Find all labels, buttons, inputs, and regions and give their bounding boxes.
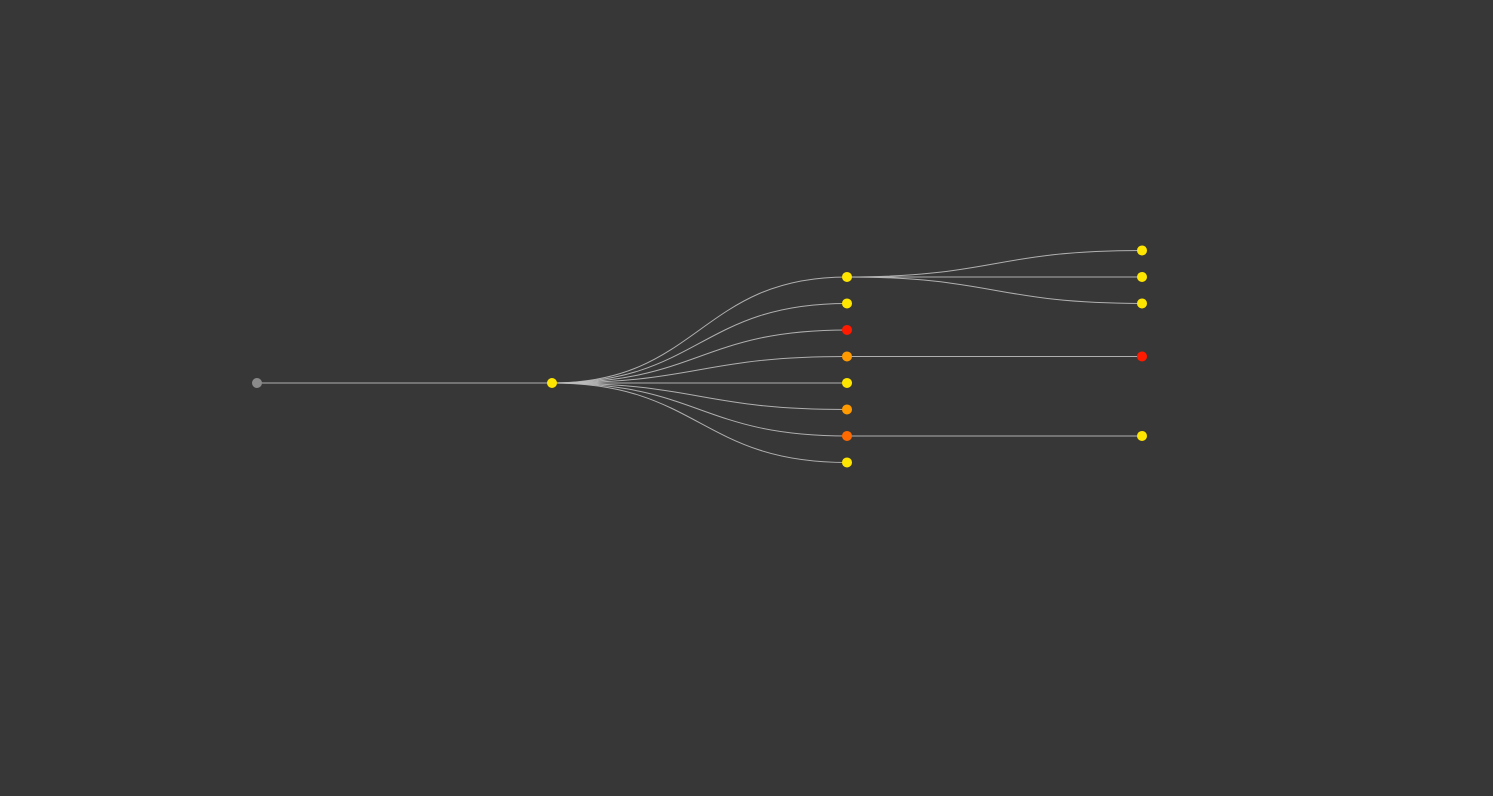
tree-node[interactable] xyxy=(842,351,852,362)
tree-node[interactable] xyxy=(1137,245,1147,256)
tree-link xyxy=(551,329,848,384)
tree-node[interactable] xyxy=(842,324,852,335)
tree-nodes xyxy=(252,245,1147,468)
tree-node[interactable] xyxy=(1137,430,1147,441)
tree-node[interactable] xyxy=(842,430,852,441)
tree-links xyxy=(257,249,1143,463)
tree-node[interactable] xyxy=(842,377,852,388)
tree-node[interactable] xyxy=(1137,351,1147,362)
tree-node[interactable] xyxy=(842,457,852,468)
tree-link xyxy=(551,355,848,384)
tree-link xyxy=(551,382,848,437)
tree-link xyxy=(846,249,1143,278)
tree-link xyxy=(551,382,848,410)
tree-node[interactable] xyxy=(1137,298,1147,309)
tree-node[interactable] xyxy=(1137,271,1147,282)
tree-node[interactable] xyxy=(842,298,852,309)
tree-link xyxy=(846,276,1143,304)
tree-link xyxy=(551,382,848,463)
tree-link xyxy=(551,276,848,384)
tree-node[interactable] xyxy=(842,404,852,415)
tree-link xyxy=(551,302,848,384)
tree-node[interactable] xyxy=(842,271,852,282)
tree-root-node[interactable] xyxy=(252,378,262,388)
tree-node[interactable] xyxy=(547,378,557,388)
